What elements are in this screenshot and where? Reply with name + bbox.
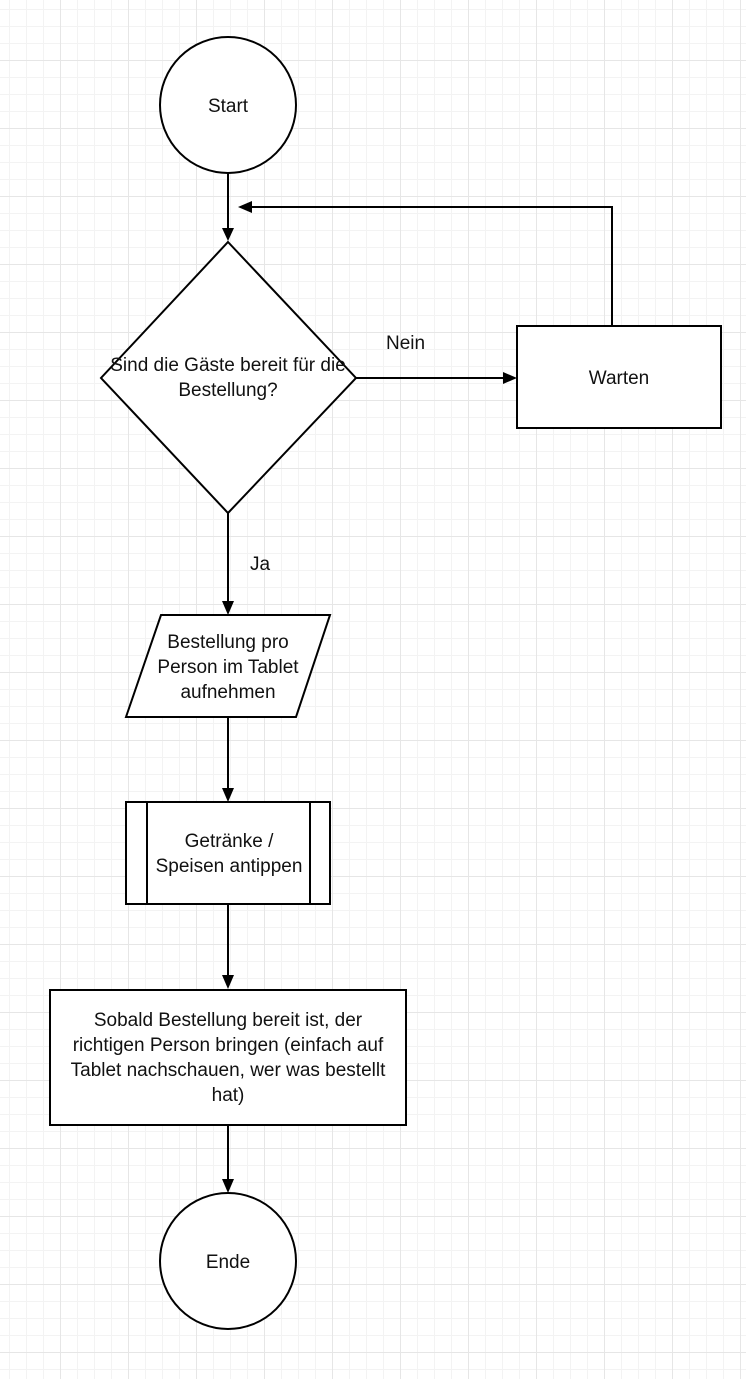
start-node[interactable] [159, 36, 297, 174]
wait-label: Warten [588, 367, 650, 389]
edge-yes-label: Ja [250, 554, 271, 575]
start-label: Start [207, 95, 249, 117]
wait-node[interactable] [516, 325, 722, 429]
edge-order-to-tap-arrowhead [222, 788, 234, 802]
order-input-node[interactable] [124, 614, 332, 718]
edge-loop-back [251, 206, 613, 326]
edge-start-to-decision-arrowhead [222, 228, 234, 241]
tap-process-box [125, 801, 331, 905]
end-node[interactable] [159, 1192, 297, 1330]
tap-label: Getränke / Speisen antippen [155, 831, 303, 877]
edge-no-label: Nein [386, 333, 426, 354]
deliver-label: Sobald Bestellung bereit ist, der richti… [70, 1010, 386, 1106]
edge-tap-to-deliver-arrowhead [222, 975, 234, 989]
deliver-node[interactable] [49, 989, 407, 1126]
tap-process-node[interactable] [125, 801, 331, 905]
decision-label: Sind die Gäste bereit für die Bestellung… [110, 355, 346, 401]
edge-no-arrowhead [503, 372, 517, 384]
decision-node[interactable] [99, 240, 358, 515]
order-label: Bestellung pro Person im Tablet aufnehme… [157, 631, 299, 703]
edge-yes-arrowhead [222, 601, 234, 615]
end-label: Ende [205, 1251, 251, 1273]
edge-deliver-to-end-arrowhead [222, 1179, 234, 1193]
edge-loop-back-arrowhead [238, 201, 252, 213]
